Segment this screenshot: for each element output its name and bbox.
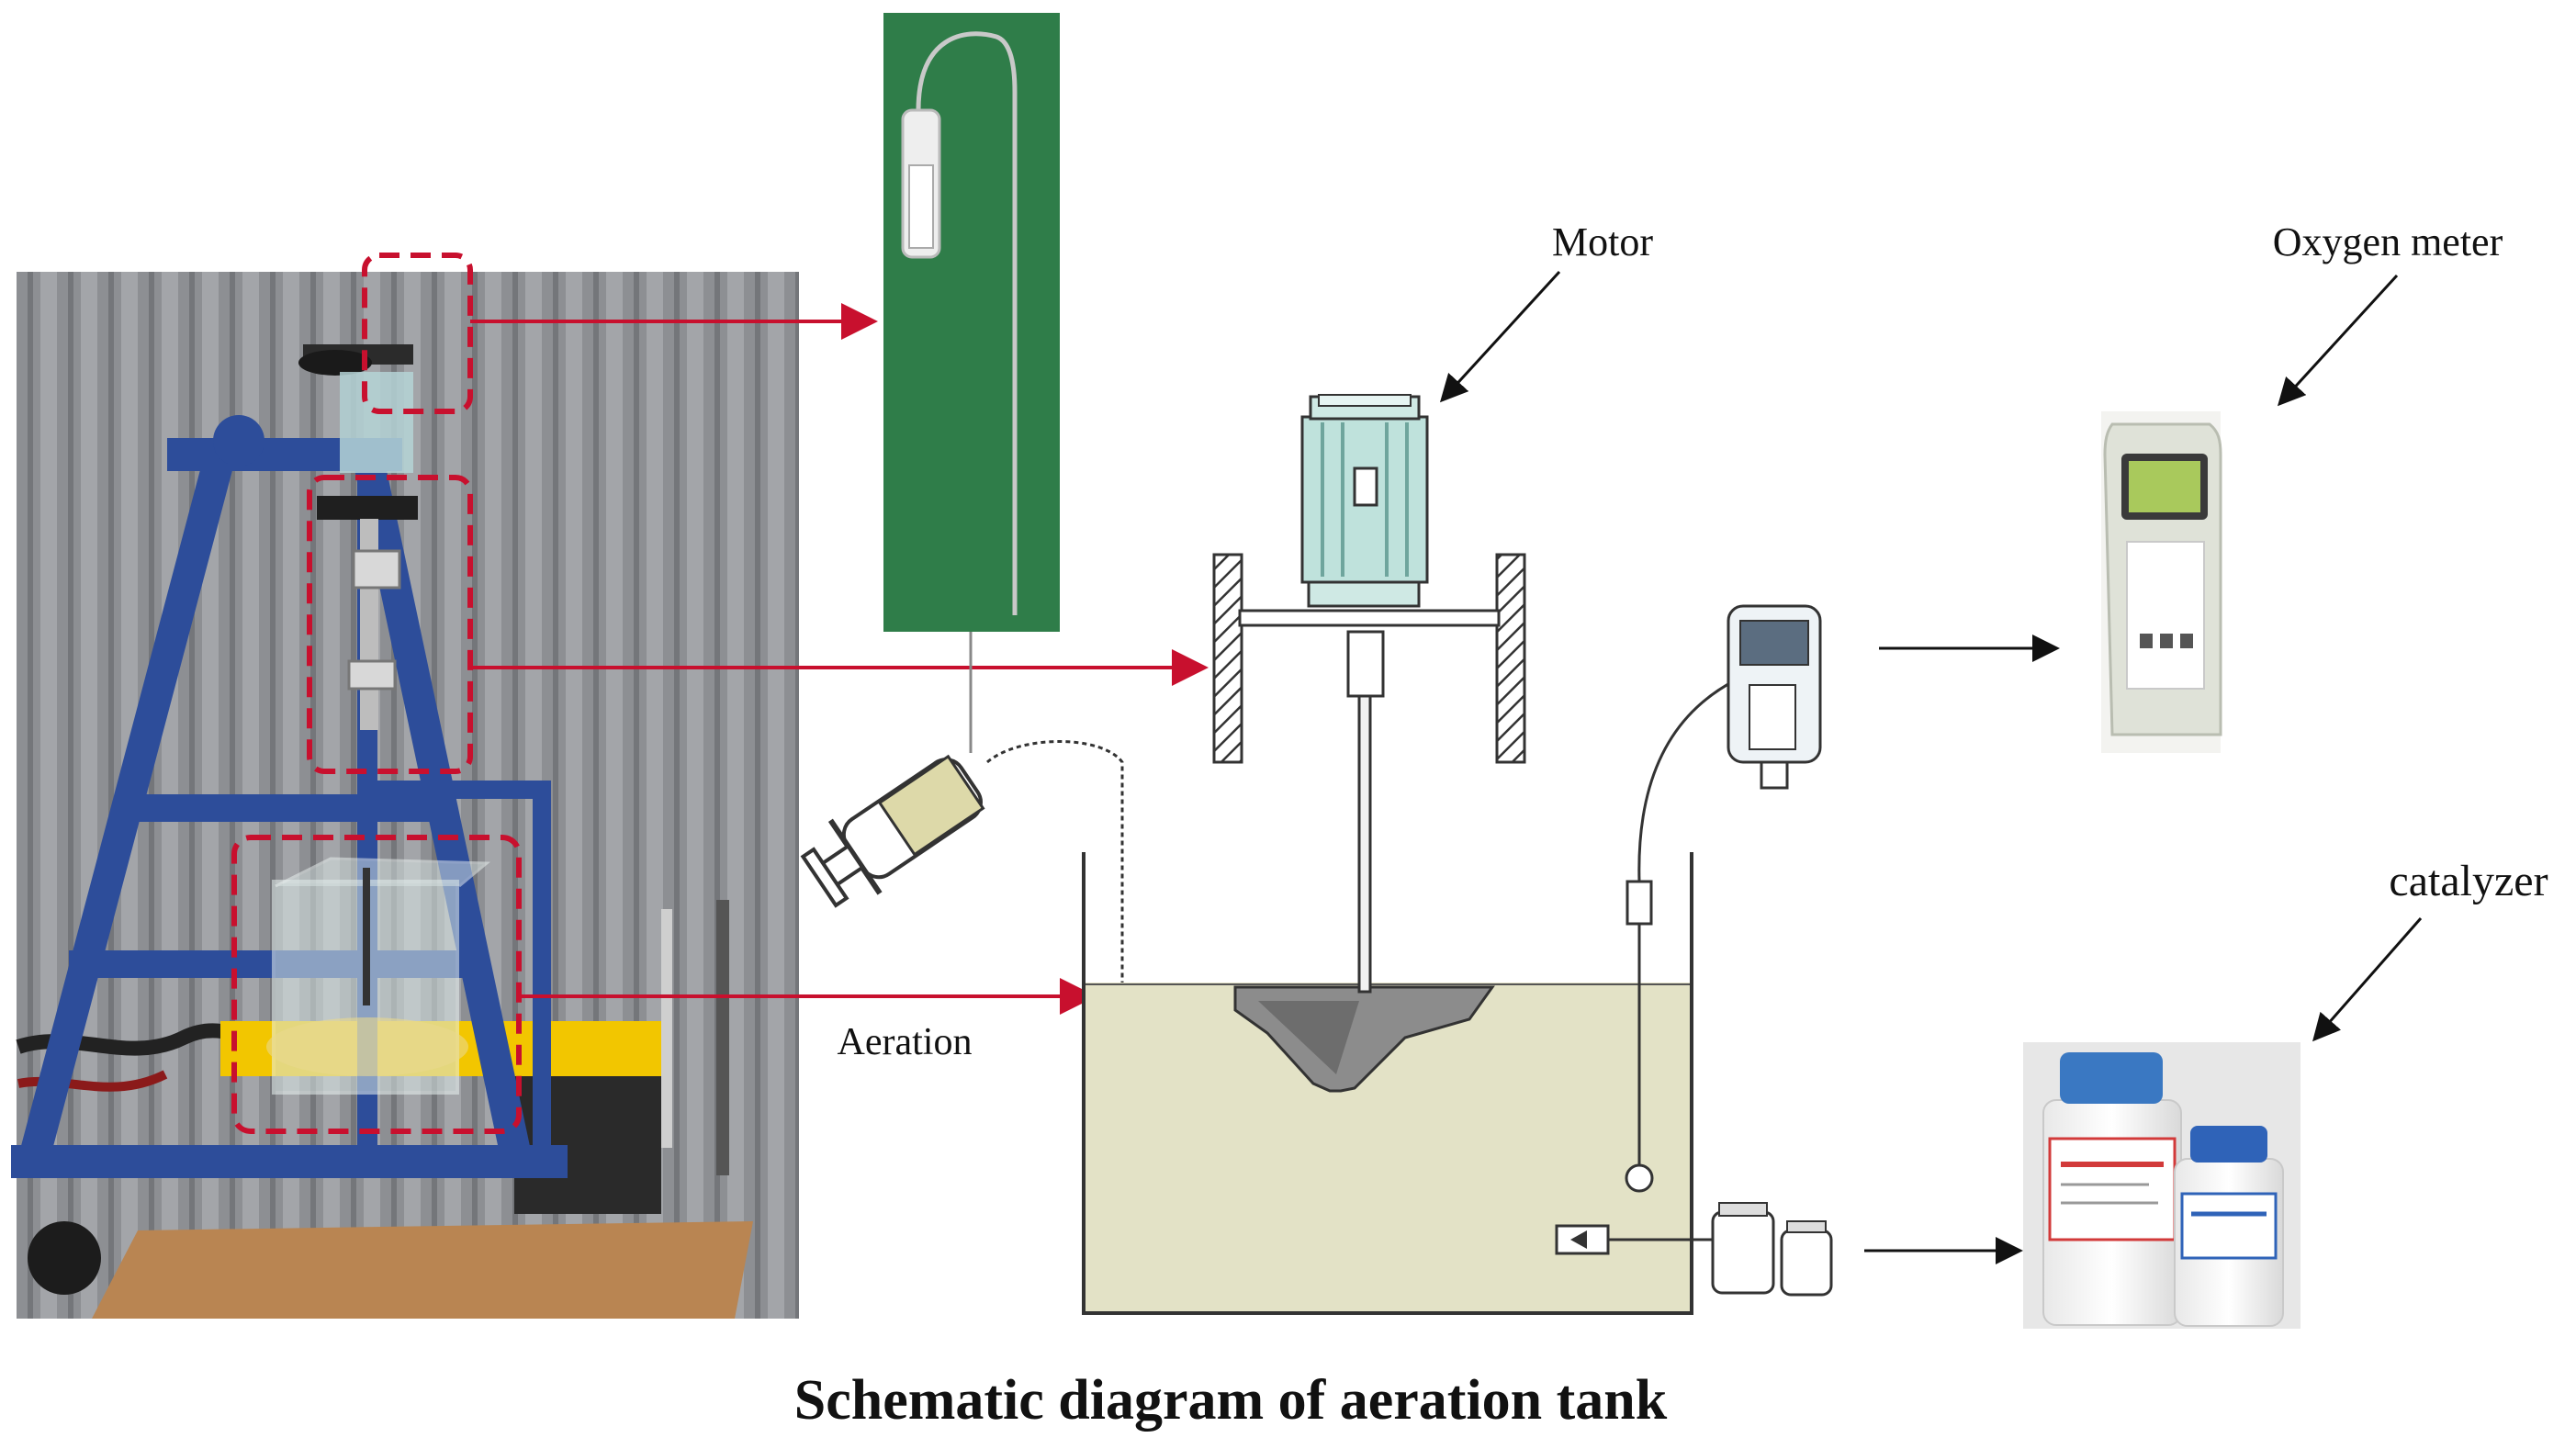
label-motor: Motor	[1552, 219, 1653, 264]
label-catalyzer: catalyzer	[2389, 857, 2548, 905]
motor-icon	[1300, 394, 1429, 608]
catalyst-dosing	[1555, 1202, 1833, 1297]
crossbar	[1238, 609, 1501, 627]
figure-caption: Schematic diagram of aeration tank	[794, 1369, 1668, 1432]
syringe-icon	[800, 740, 1124, 1152]
callout-sampler	[362, 253, 473, 414]
lab-setup-photo	[11, 253, 799, 1319]
aeration-tank-schematic	[1082, 394, 1833, 1315]
callout-stirrer	[307, 475, 473, 774]
oxygen-meter-photo	[2101, 411, 2222, 753]
wooden-table	[92, 1221, 753, 1319]
label-oxygen-meter: Oxygen meter	[2273, 219, 2503, 264]
left-support	[1212, 553, 1243, 764]
right-support	[1495, 553, 1526, 764]
handheld-meter-icon	[1727, 604, 1822, 790]
label-aeration: Aeration	[838, 1021, 973, 1063]
arrow-motor	[1439, 270, 1561, 403]
arrow-oxygen-meter	[2277, 274, 2399, 407]
arrow-catalyzer	[2312, 917, 2423, 1042]
stirring-shaft	[1357, 661, 1372, 994]
sampler-photo	[883, 13, 1060, 632]
wheel-icon	[28, 1221, 101, 1295]
callout-tank	[231, 835, 522, 1134]
tank-wall	[1082, 852, 1693, 1315]
catalyzer-photo	[2023, 1042, 2300, 1329]
